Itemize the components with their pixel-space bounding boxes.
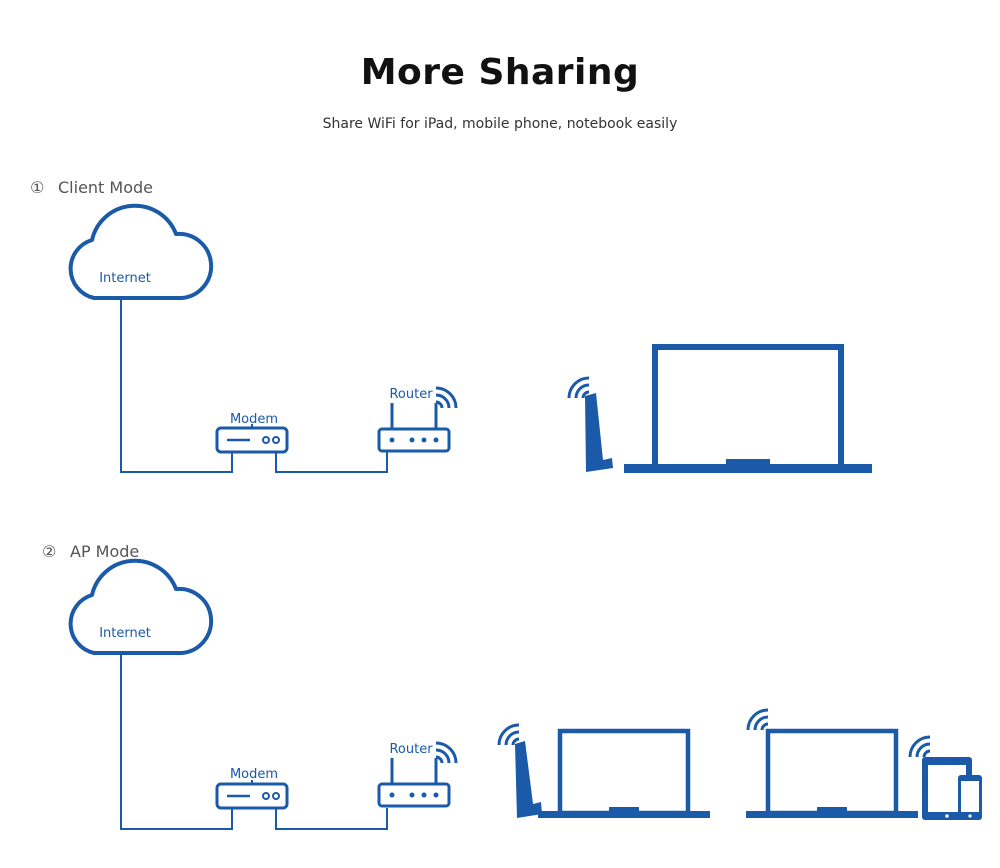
usb-wifi-adapter-icon (585, 393, 613, 472)
laptop-icon (538, 728, 710, 818)
cloud-label: Internet (99, 271, 151, 286)
mode-number: ② (42, 542, 57, 561)
cloud-label: Internet (99, 626, 151, 641)
wifi-signal-icon (567, 376, 591, 400)
connection-line (120, 653, 233, 830)
connection-line (120, 298, 233, 473)
wifi-signal-icon (434, 386, 458, 410)
connection-line (275, 808, 388, 830)
mode-name: Client Mode (58, 178, 153, 197)
router-icon (377, 758, 451, 808)
usb-wifi-adapter-icon (515, 741, 542, 818)
page-subtitle: Share WiFi for iPad, mobile phone, noteb… (322, 116, 678, 132)
modem-icon (215, 780, 289, 810)
page-title: More Sharing (360, 52, 640, 93)
mode-heading-client: ① Client Mode (30, 178, 153, 197)
laptop-icon (624, 344, 872, 473)
mode-heading-ap: ② AP Mode (42, 542, 139, 561)
router-icon (377, 403, 451, 453)
modem-icon (215, 424, 289, 454)
modem-label: Modem (230, 412, 278, 427)
laptop-icon (746, 728, 918, 818)
wifi-signal-icon (908, 735, 932, 759)
router-label: Router (389, 387, 433, 402)
ap-mode-diagram: Internet Modem Router (68, 558, 982, 830)
modem-label: Modem (230, 767, 278, 782)
wifi-signal-icon (746, 708, 770, 732)
wifi-signal-icon (497, 723, 521, 747)
router-label: Router (389, 742, 433, 757)
mode-number: ① (30, 178, 45, 197)
connection-line (275, 452, 388, 473)
wifi-signal-icon (434, 741, 458, 765)
mode-name: AP Mode (70, 542, 140, 561)
mobile-phone-icon (958, 775, 982, 820)
client-mode-diagram: Internet Modem Router (68, 203, 872, 473)
